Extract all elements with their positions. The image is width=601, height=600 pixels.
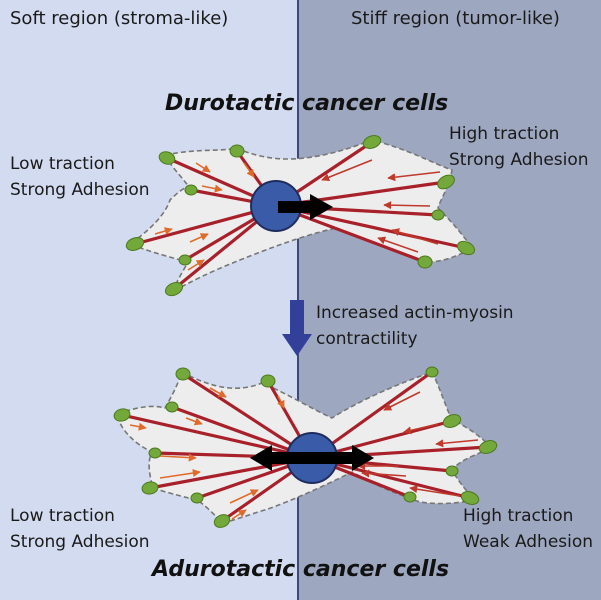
- transition-label-line1: Increased actin-myosin: [316, 303, 514, 323]
- top-right-traction-label: High traction: [449, 124, 560, 144]
- bottom-right-traction-label: High traction: [463, 506, 574, 526]
- top-focal-adhesions: [125, 135, 476, 297]
- bottom-left-traction-label: Low traction: [10, 506, 115, 526]
- soft-region-label: Soft region (stroma-like): [10, 8, 229, 29]
- top-cell: [125, 135, 476, 297]
- bottom-left-adhesion-label: Strong Adhesion: [10, 532, 150, 552]
- top-migration-arrow: [278, 194, 333, 220]
- top-right-adhesion-label: Strong Adhesion: [449, 150, 589, 170]
- bottom-cell: [113, 366, 498, 528]
- top-cell-title: Durotactic cancer cells: [165, 91, 449, 116]
- transition-label-line2: contractility: [316, 329, 418, 349]
- top-left-adhesion-label: Strong Adhesion: [10, 180, 150, 200]
- bottom-migration-arrow: [250, 445, 374, 471]
- stiff-region-label: Stiff region (tumor-like): [351, 8, 560, 29]
- bottom-cell-title: Adurotactic cancer cells: [152, 557, 450, 582]
- top-traction-arrows: [154, 159, 441, 271]
- bottom-traction-arrows: [129, 387, 479, 520]
- top-left-traction-label: Low traction: [10, 154, 115, 174]
- transition-arrow: [282, 300, 312, 356]
- bottom-right-adhesion-label: Weak Adhesion: [463, 532, 594, 552]
- bottom-focal-adhesions: [113, 366, 498, 528]
